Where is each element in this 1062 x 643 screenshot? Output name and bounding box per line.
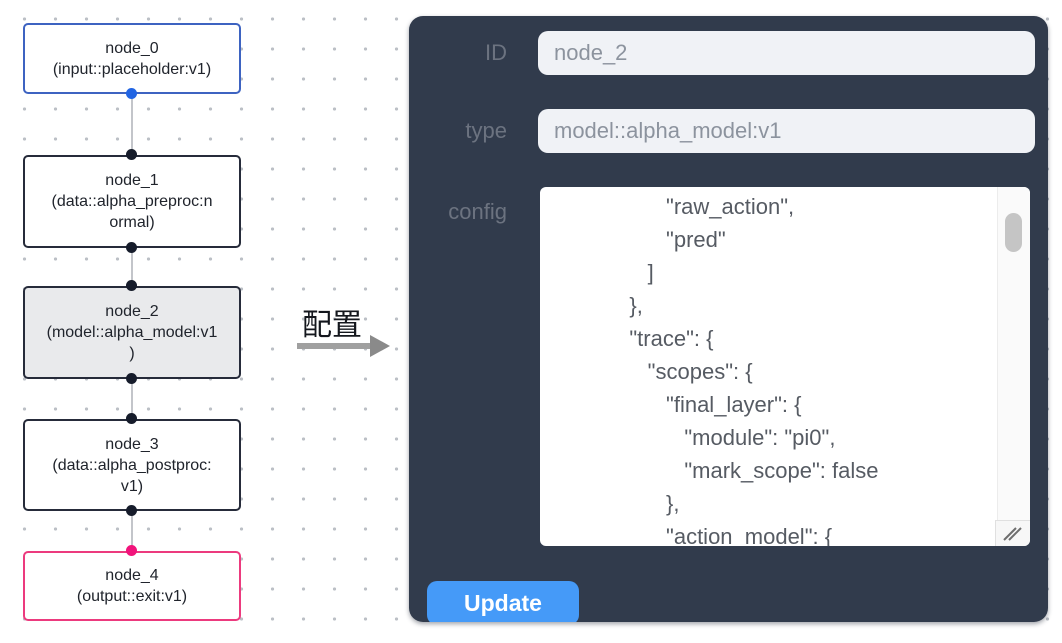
config-json-text: "raw_action", "pred" ] }, "trace": { "sc…: [629, 194, 879, 546]
edge-connector: [131, 379, 133, 419]
edge-connector: [131, 248, 133, 286]
config-editor[interactable]: "raw_action", "pred" ] }, "trace": { "sc…: [540, 187, 1030, 546]
node-node_2-selected[interactable]: node_2 (model::alpha_model:v1 ): [23, 286, 241, 379]
id-label: ID: [485, 40, 507, 65]
node-title: node_4: [105, 567, 159, 584]
port-handle[interactable]: [126, 373, 137, 384]
node-type-label: (input::placeholder:v1): [52, 60, 212, 78]
arrow-right-icon: [297, 334, 391, 363]
type-input[interactable]: [538, 109, 1035, 153]
edge-connector: [131, 511, 133, 551]
id-input[interactable]: [538, 31, 1035, 75]
scrollbar-track[interactable]: [997, 187, 1030, 520]
node-title: node_3: [105, 435, 159, 453]
node-title: node_2: [105, 303, 159, 320]
config-panel: ID type config "raw_action", "pred" ] },…: [409, 16, 1048, 622]
edge-connector: [131, 94, 133, 155]
node-type-label: (data::alpha_preproc:n ormal): [51, 193, 213, 231]
node-type-label: (model::alpha_model:v1 ): [46, 324, 218, 362]
port-handle[interactable]: [126, 88, 137, 99]
node-title: node_1: [105, 172, 159, 189]
node-title: node_0: [105, 39, 159, 57]
scrollbar-thumb[interactable]: [1005, 213, 1022, 252]
update-button[interactable]: Update: [427, 581, 579, 622]
resize-handle-icon[interactable]: [995, 520, 1030, 546]
type-label: type: [465, 118, 507, 143]
port-handle[interactable]: [126, 545, 137, 556]
configure-arrow-label: 配置: [302, 309, 362, 342]
port-handle[interactable]: [126, 280, 137, 291]
node-type-label: (output::exit:v1): [76, 588, 188, 605]
node-node_3[interactable]: node_3 (data::alpha_postproc: v1): [23, 419, 241, 511]
port-handle[interactable]: [126, 149, 137, 160]
node-node_4[interactable]: node_4 (output::exit:v1): [23, 551, 241, 621]
port-handle[interactable]: [126, 242, 137, 253]
node-node_0[interactable]: node_0 (input::placeholder:v1): [23, 23, 241, 94]
node-type-label: (data::alpha_postproc: v1): [52, 456, 212, 495]
port-handle[interactable]: [126, 413, 137, 424]
port-handle[interactable]: [126, 505, 137, 516]
config-label: config: [448, 199, 507, 224]
node-node_1[interactable]: node_1 (data::alpha_preproc:n ormal): [23, 155, 241, 248]
